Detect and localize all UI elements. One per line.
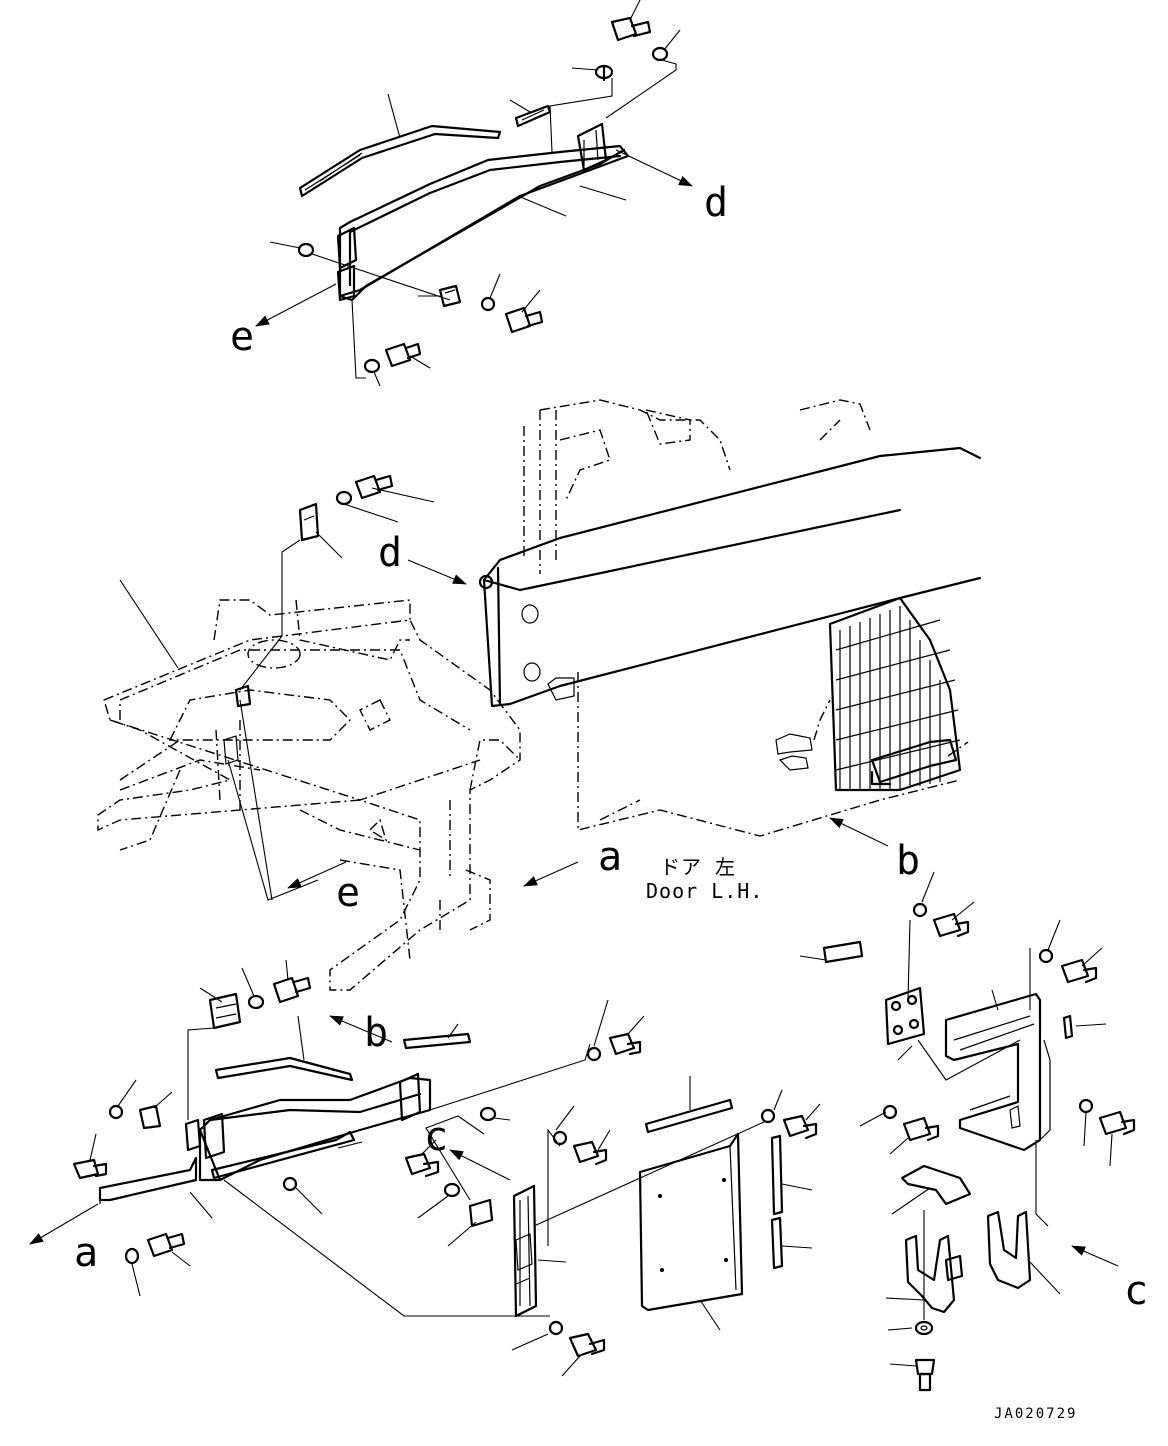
bolt-icon [504, 306, 544, 334]
label-e-top: e [230, 314, 254, 360]
drawing-code: JA020729 [994, 1406, 1077, 1422]
bolt-icon [272, 976, 312, 1004]
lower-left-handrail-assembly [29, 959, 591, 1317]
bolt-icon [1060, 958, 1098, 984]
label-c-mid: c [424, 1114, 448, 1160]
bolt-icon [568, 1332, 606, 1358]
bolt-icon [72, 1158, 108, 1180]
label-a-main: a [598, 834, 622, 880]
label-a-bottom: a [74, 1230, 98, 1276]
bolt-icon [932, 912, 970, 938]
bolt-icon [610, 16, 652, 42]
bolt-icon [782, 1114, 818, 1140]
top-handrail-assembly [255, 0, 693, 387]
bolt-icon [404, 1152, 440, 1178]
bolt-icon [354, 474, 394, 500]
bolt-icon [914, 1358, 936, 1392]
cab-floor-frame [97, 474, 579, 991]
label-b-bottom: b [364, 1010, 388, 1056]
label-d-top: d [704, 180, 728, 226]
bolt-icon [146, 1232, 186, 1258]
lower-right-bracket-assembly [799, 871, 1136, 1392]
bolt-icon [1098, 1110, 1136, 1136]
door-label-jp: ドア 左 [660, 855, 736, 879]
bolt-icon [384, 342, 422, 368]
label-c-right: c [1124, 1268, 1148, 1314]
label-d-main: d [378, 530, 402, 576]
label-b-main: b [896, 838, 920, 884]
bolt-icon [902, 1116, 940, 1142]
bolt-icon [572, 1140, 608, 1166]
label-e-main: e [336, 870, 360, 916]
door-label-en: Door L.H. [646, 879, 763, 903]
lower-center-post-assembly [404, 999, 821, 1377]
bolt-icon [608, 1032, 642, 1056]
cab-door [478, 399, 982, 847]
